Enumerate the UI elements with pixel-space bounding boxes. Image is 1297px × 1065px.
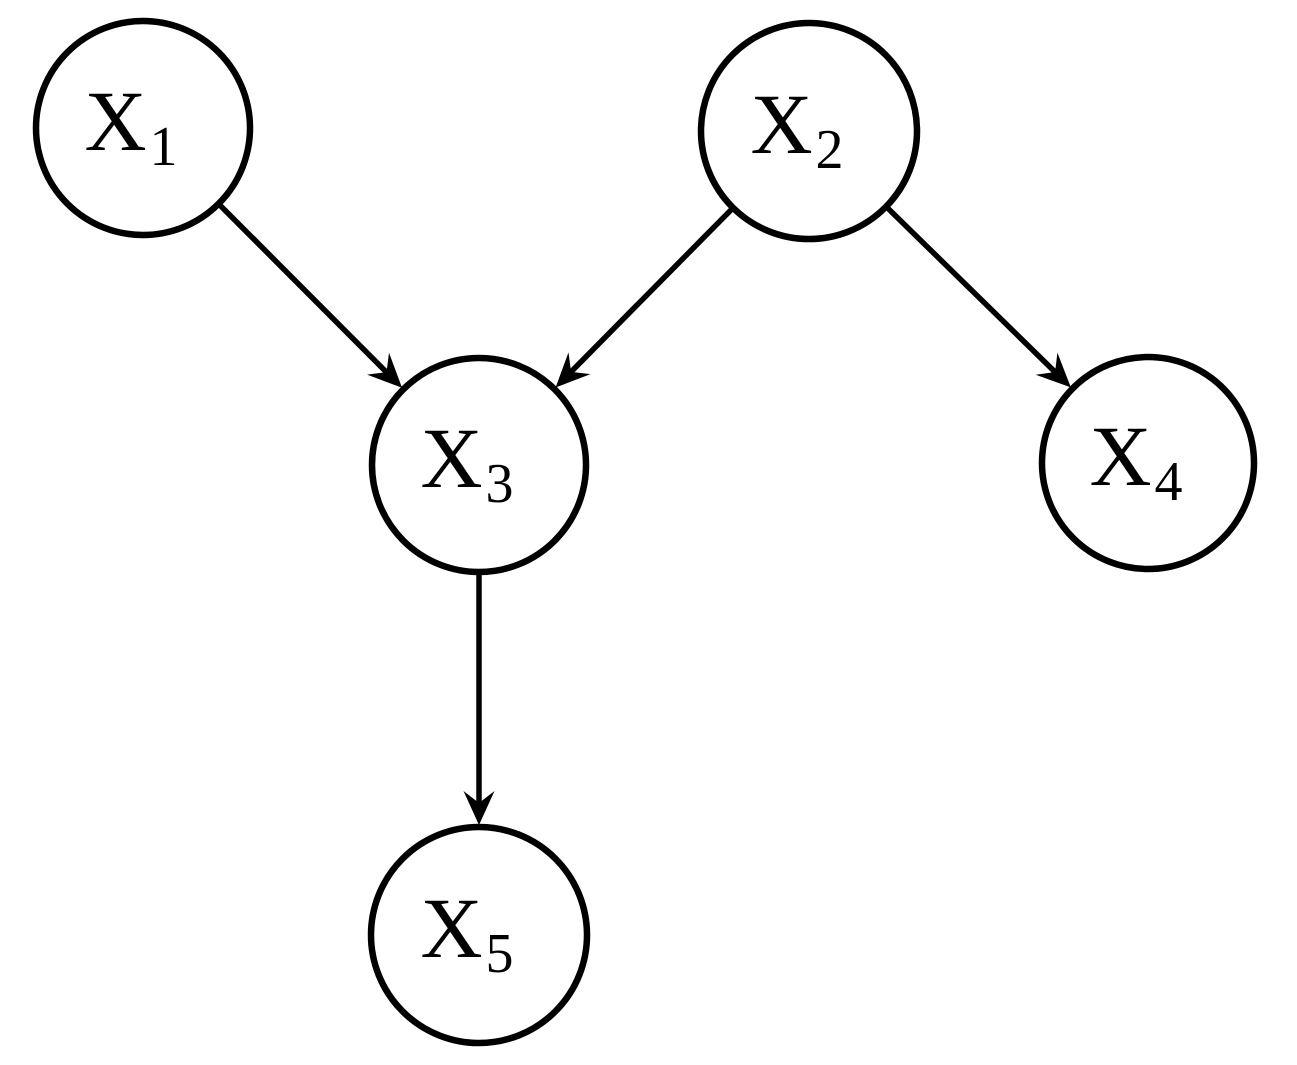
- node-circle: [32, 17, 254, 239]
- node-x4[interactable]: X4: [1038, 353, 1258, 573]
- node-x3[interactable]: X3: [368, 354, 590, 576]
- node-label: X2: [750, 76, 843, 181]
- node-circle: [1038, 353, 1258, 573]
- arrowhead-icon: [1035, 352, 1071, 388]
- node-label-base: X: [750, 76, 812, 172]
- node-x2[interactable]: X2: [697, 19, 921, 243]
- edge-x1-to-x3: [218, 203, 403, 388]
- node-circle: [697, 19, 921, 243]
- edge-line: [886, 206, 1060, 377]
- node-x1[interactable]: X1: [32, 17, 254, 239]
- node-label-base: X: [1089, 408, 1151, 504]
- arrowhead-icon: [555, 352, 591, 388]
- node-label: X5: [420, 880, 513, 985]
- node-label: X1: [84, 73, 177, 178]
- edge-line: [566, 208, 733, 377]
- edge-x2-to-x4: [886, 206, 1071, 388]
- node-x5[interactable]: X5: [367, 823, 591, 1047]
- node-label-subscript: 3: [486, 453, 514, 515]
- edge-x3-to-x5: [463, 575, 495, 825]
- edge-layer: [218, 203, 1071, 825]
- node-circle: [367, 823, 591, 1047]
- edge-line: [218, 203, 391, 377]
- node-label: X4: [1089, 408, 1182, 513]
- arrowhead-icon: [463, 791, 495, 825]
- node-label-subscript: 1: [150, 116, 178, 178]
- node-label-subscript: 4: [1155, 451, 1183, 513]
- node-label-base: X: [420, 410, 482, 506]
- node-label-subscript: 5: [486, 923, 514, 985]
- arrowhead-icon: [367, 352, 403, 388]
- node-label-subscript: 2: [816, 119, 844, 181]
- node-label-base: X: [84, 73, 146, 169]
- node-label-base: X: [420, 880, 482, 976]
- edge-x2-to-x3: [555, 208, 733, 388]
- node-label: X3: [420, 410, 513, 515]
- node-circle: [368, 354, 590, 576]
